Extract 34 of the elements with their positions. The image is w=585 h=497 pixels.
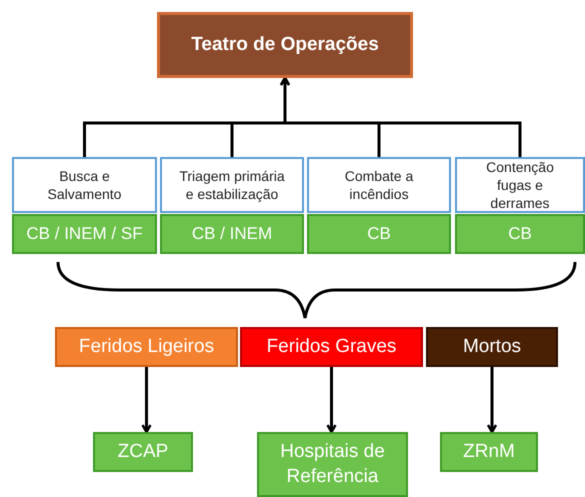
arrow — [280, 76, 522, 157]
task-box — [160, 157, 304, 213]
node-label: Mortos — [462, 334, 522, 359]
task-box — [12, 157, 157, 213]
node-label: Teatro de Operações — [191, 32, 379, 57]
destination-box — [257, 432, 408, 497]
node-label: CB / INEM / SF — [26, 222, 143, 245]
node-label: Combate a incêndios — [344, 166, 414, 204]
node-label: Feridos Graves — [266, 334, 396, 359]
category-box — [55, 327, 238, 367]
arrow — [486, 367, 498, 434]
task-box — [307, 157, 451, 213]
agency-box — [12, 214, 157, 254]
title-box — [157, 12, 413, 78]
category-box — [426, 327, 558, 367]
agency-box — [307, 214, 451, 254]
node-label: Contenção fugas e derrames — [485, 158, 555, 212]
task-box — [455, 157, 585, 213]
agency-box — [160, 214, 304, 254]
node-label: Hospitais de Referência — [279, 440, 386, 488]
node-label: Triagem primária e estabilização — [178, 166, 286, 204]
node-label: CB / INEM — [192, 222, 272, 245]
arrow — [141, 367, 152, 434]
agency-box — [455, 214, 585, 254]
destination-box — [440, 432, 538, 472]
node-label: CB — [508, 222, 532, 245]
node-label: ZCAP — [118, 440, 168, 464]
node-label: Feridos Ligeiros — [78, 334, 214, 359]
destination-box — [93, 432, 193, 472]
node-label: ZRnM — [463, 440, 515, 464]
arrow — [326, 367, 337, 434]
node-label: Busca e Salvamento — [46, 166, 122, 204]
node-label: CB — [367, 222, 391, 245]
category-box — [240, 327, 423, 367]
